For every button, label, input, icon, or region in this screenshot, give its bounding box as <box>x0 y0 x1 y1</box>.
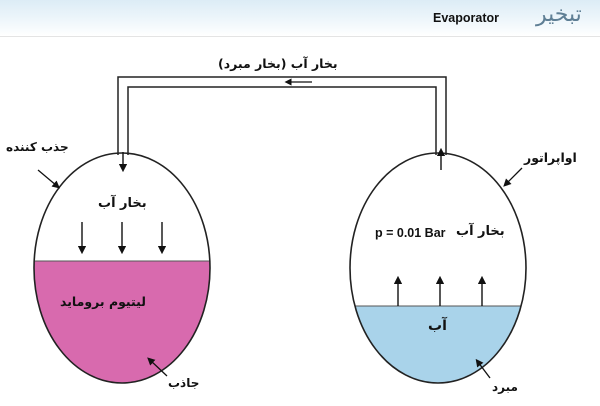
pressure-label: p = 0.01 Bar <box>375 226 446 240</box>
header-title-persian: تبخیر <box>536 2 582 27</box>
absorber-vessel <box>33 152 211 384</box>
absorbent-pointer-label: جاذب <box>168 376 200 390</box>
refrigerant-callout-arrow <box>475 358 491 379</box>
absorber-vapor-label: بخار آب <box>98 196 147 211</box>
evaporator-callout-arrow <box>503 167 523 187</box>
evaporator-vessel-label: اواپراتور <box>524 150 577 165</box>
evaporator-liquid-label: آب <box>428 318 447 334</box>
vapor-pipe <box>117 76 447 155</box>
slide-header: Evaporator تبخیر <box>0 0 600 37</box>
refrigerant-pointer-label: مبرد <box>492 380 518 394</box>
absorbent-callout-arrow <box>147 357 168 377</box>
evaporator-vapor-label: بخار آب <box>456 224 505 239</box>
header-divider <box>0 36 600 37</box>
absorber-vessel-label: جذب کننده <box>6 140 69 154</box>
absorber-liquid-label: لیتیوم بروماید <box>60 294 146 309</box>
pipe-label: بخار آب (بخار مبرد) <box>218 56 338 71</box>
absorber-callout-arrow <box>37 169 60 189</box>
lithium-bromide-liquid <box>34 261 210 383</box>
header-title-english: Evaporator <box>433 11 499 25</box>
header-gradient-band <box>0 0 600 36</box>
